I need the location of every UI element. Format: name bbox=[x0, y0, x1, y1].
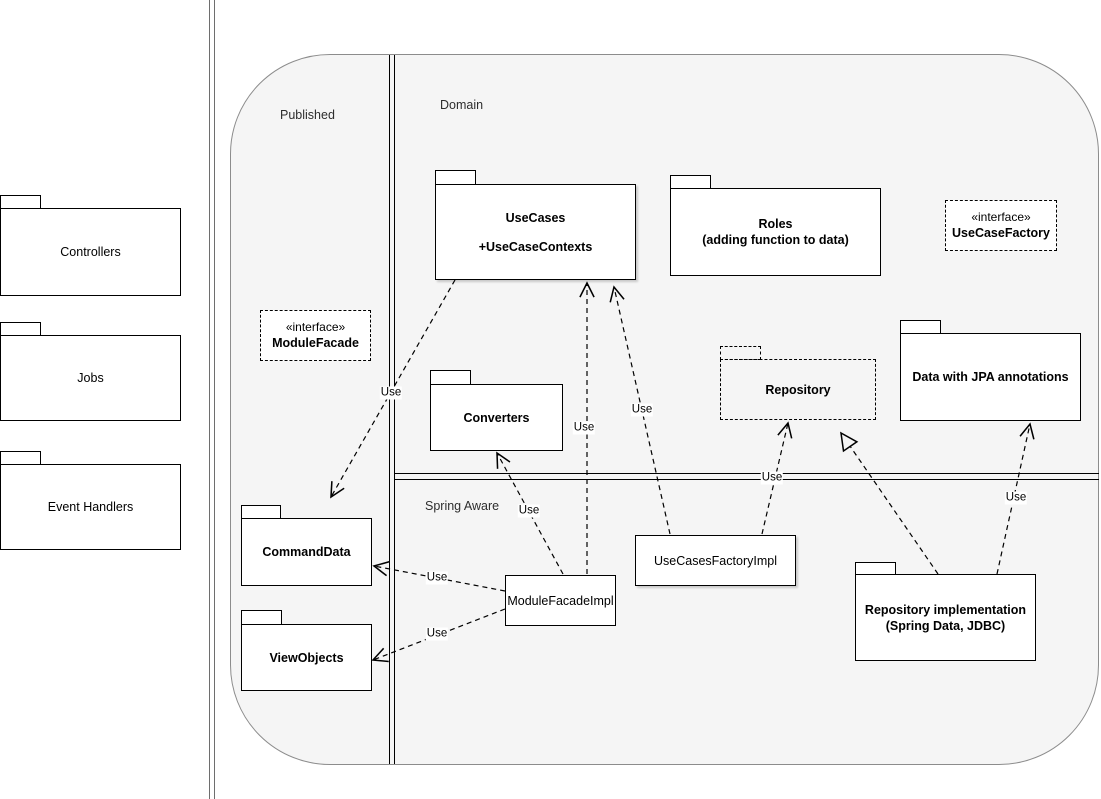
interface-name: ModuleFacade bbox=[272, 336, 359, 350]
package-label: Controllers bbox=[60, 245, 121, 259]
package-converters[interactable]: Converters bbox=[430, 370, 563, 451]
edge-modulefacadeimpl-to-viewobjects[interactable] bbox=[371, 608, 506, 663]
published-domain-divider bbox=[389, 55, 395, 764]
package-tab bbox=[900, 320, 941, 334]
package-label: ViewObjects bbox=[269, 650, 344, 665]
class-label: UseCasesFactoryImpl bbox=[654, 553, 777, 568]
edge-label-use: Use bbox=[425, 571, 449, 585]
package-label: Roles bbox=[758, 217, 793, 231]
region-label-published: Published bbox=[280, 108, 335, 122]
class-label: ModuleFacadeImpl bbox=[507, 593, 614, 608]
interface-module-facade[interactable]: «interface» ModuleFacade bbox=[260, 310, 371, 361]
edge-label-use: Use bbox=[630, 403, 654, 417]
package-tab bbox=[241, 505, 281, 519]
package-sublabel: (adding function to data) bbox=[702, 233, 849, 247]
package-tab bbox=[430, 370, 471, 385]
edge-label-use: Use bbox=[517, 504, 541, 518]
outer-boundary-line bbox=[209, 0, 215, 799]
package-body: Jobs bbox=[0, 335, 181, 421]
edge-label-use: Use bbox=[379, 386, 403, 400]
package-body: Roles (adding function to data) bbox=[670, 188, 881, 276]
package-repository-impl[interactable]: Repository implementation (Spring Data, … bbox=[855, 562, 1036, 661]
edge-label-use: Use bbox=[425, 627, 449, 641]
edge-label-use: Use bbox=[572, 421, 596, 435]
package-body: Data with JPA annotations bbox=[900, 333, 1081, 421]
package-label: Converters bbox=[463, 410, 530, 425]
package-tab bbox=[0, 195, 41, 209]
region-label-domain: Domain bbox=[440, 98, 484, 112]
package-tab bbox=[241, 610, 282, 625]
package-label: UseCases bbox=[505, 210, 566, 225]
package-body: Repository implementation (Spring Data, … bbox=[855, 574, 1036, 661]
edge-label-use: Use bbox=[1004, 491, 1028, 505]
interface-use-case-factory[interactable]: «interface» UseCaseFactory bbox=[945, 200, 1057, 251]
package-body: CommandData bbox=[241, 518, 372, 586]
package-tab bbox=[0, 322, 41, 336]
class-module-facade-impl[interactable]: ModuleFacadeImpl bbox=[505, 575, 616, 626]
package-label: Jobs bbox=[77, 371, 104, 385]
package-command-data[interactable]: CommandData bbox=[241, 505, 372, 586]
package-tab bbox=[0, 451, 41, 465]
package-label: Repository bbox=[765, 382, 831, 397]
package-body: Event Handlers bbox=[0, 464, 181, 550]
package-label: Data with JPA annotations bbox=[912, 370, 1069, 384]
interface-name: UseCaseFactory bbox=[952, 226, 1050, 240]
class-use-cases-factory-impl[interactable]: UseCasesFactoryImpl bbox=[635, 535, 796, 586]
package-body: Controllers bbox=[0, 208, 181, 296]
region-label-spring-aware: Spring Aware bbox=[425, 499, 500, 513]
package-sublabel: +UseCaseContexts bbox=[478, 239, 593, 254]
package-label: Event Handlers bbox=[47, 500, 134, 514]
package-tab bbox=[435, 170, 476, 185]
domain-springaware-divider bbox=[395, 473, 1099, 480]
package-use-cases[interactable]: UseCases +UseCaseContexts bbox=[435, 170, 636, 280]
edge-label-use: Use bbox=[760, 471, 784, 485]
package-tab bbox=[670, 175, 711, 189]
package-jobs[interactable]: Jobs bbox=[0, 322, 181, 421]
interface-stereotype: «interface» bbox=[971, 210, 1031, 224]
package-roles[interactable]: Roles (adding function to data) bbox=[670, 175, 881, 276]
package-data-jpa[interactable]: Data with JPA annotations bbox=[900, 320, 1081, 421]
package-sublabel: (Spring Data, JDBC) bbox=[885, 618, 1006, 633]
package-repository[interactable]: Repository bbox=[720, 346, 876, 420]
edge-usecases-to-commanddata[interactable] bbox=[330, 279, 456, 499]
package-label: Repository implementation bbox=[864, 602, 1027, 617]
edge-modulefacadeimpl-to-converters[interactable] bbox=[496, 451, 564, 575]
package-event-handlers[interactable]: Event Handlers bbox=[0, 451, 181, 550]
package-body: Repository bbox=[720, 359, 876, 420]
package-body: UseCases +UseCaseContexts bbox=[435, 184, 636, 280]
package-label: CommandData bbox=[262, 545, 351, 559]
interface-stereotype: «interface» bbox=[285, 320, 346, 334]
package-controllers[interactable]: Controllers bbox=[0, 195, 181, 296]
package-view-objects[interactable]: ViewObjects bbox=[241, 610, 372, 691]
package-tab bbox=[720, 346, 761, 360]
package-body: ViewObjects bbox=[241, 624, 372, 691]
package-body: Converters bbox=[430, 384, 563, 451]
edge-repositoryimpl-realizes-repository[interactable] bbox=[840, 431, 939, 575]
